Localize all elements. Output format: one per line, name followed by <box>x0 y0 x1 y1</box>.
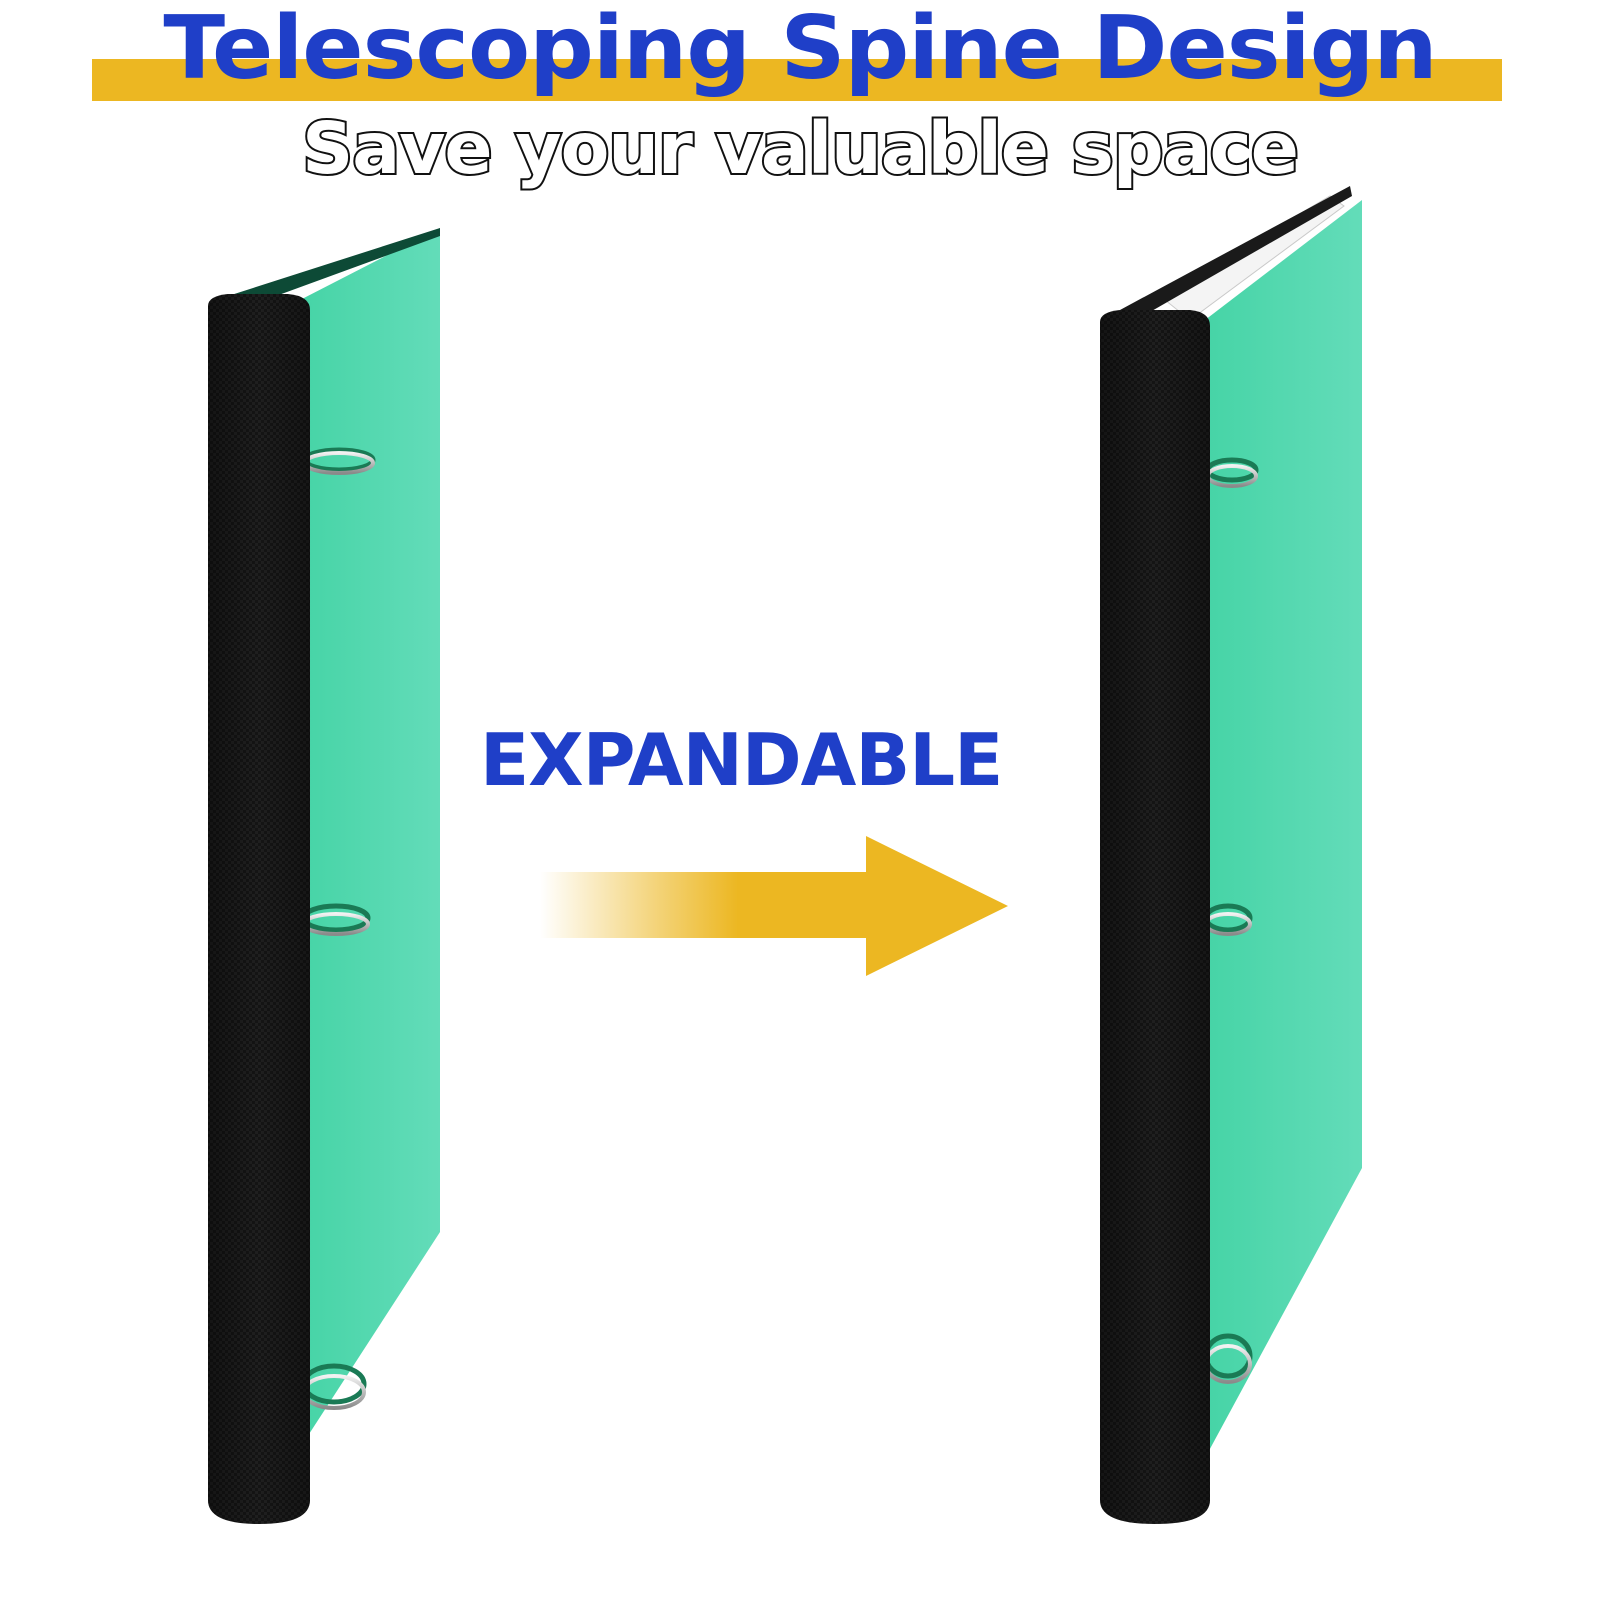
title-underline-band <box>92 59 1502 101</box>
page-title: Telescoping Spine Design <box>163 0 1437 99</box>
binder-left-cover <box>300 228 440 1448</box>
binder-right-back-cover <box>1120 186 1352 312</box>
page-subtitle: Save your valuable space <box>300 105 1301 192</box>
binder-right <box>1100 186 1362 1524</box>
binder-left-cover-top <box>228 228 440 296</box>
binder-left <box>208 228 440 1524</box>
title-banner: Telescoping Spine Design <box>0 0 1600 115</box>
expandable-label: EXPANDABLE <box>480 718 1003 802</box>
binder-right-cover <box>1205 200 1362 1458</box>
arrow-right-icon <box>540 836 1008 976</box>
